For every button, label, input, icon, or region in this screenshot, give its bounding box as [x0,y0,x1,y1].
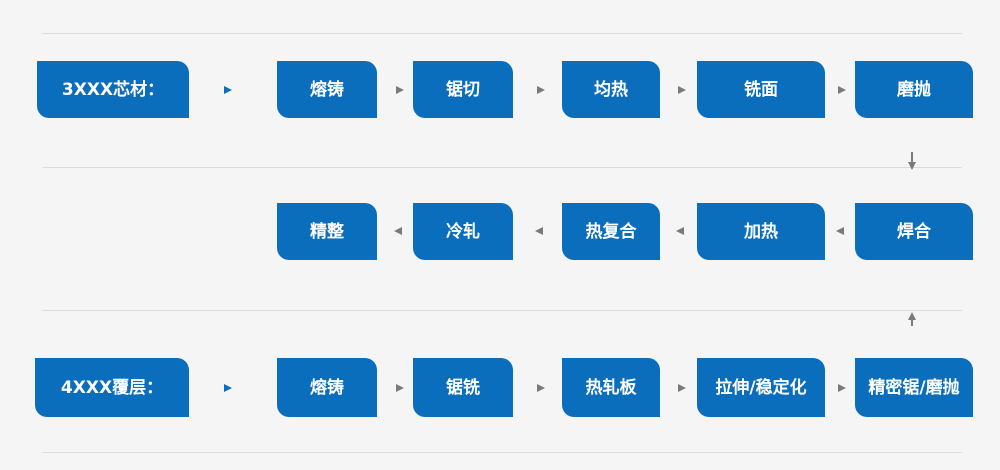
clad-step-1: 熔铸 [277,358,377,417]
arrow-right-icon [537,86,545,94]
arrow-right-icon [224,86,232,94]
arrow-right-icon [838,86,846,94]
arrow-left-icon [394,227,402,235]
core-step-2: 锯切 [413,61,513,118]
divider-line [42,452,962,453]
arrow-right-icon [396,86,404,94]
clad-step-3: 热轧板 [562,358,660,417]
clad-step-2: 锯铣 [413,358,513,417]
middle-step-welding: 焊合 [855,203,973,260]
clad-step-5: 精密锯/磨抛 [855,358,973,417]
divider-line [42,33,962,34]
core-step-3: 均热 [562,61,660,118]
divider-line [42,167,962,168]
arrow-left-icon [535,227,543,235]
divider-line [42,310,962,311]
core-step-5: 磨抛 [855,61,973,118]
connector-line [911,152,913,164]
arrow-left-icon [676,227,684,235]
core-step-4: 铣面 [697,61,825,118]
clad-step-4: 拉伸/稳定化 [697,358,825,417]
clad-row-label: 4XXX覆层： [35,358,189,417]
core-row-label: 3XXX芯材： [37,61,189,118]
core-step-1: 熔铸 [277,61,377,118]
middle-step-finishing: 精整 [277,203,377,260]
arrow-right-icon [396,384,404,392]
arrow-right-icon [838,384,846,392]
arrow-up-icon [908,312,916,320]
middle-step-hot-bonding: 热复合 [562,203,660,260]
middle-step-cold-rolling: 冷轧 [413,203,513,260]
arrow-right-icon [678,384,686,392]
arrow-right-icon [537,384,545,392]
connector-line [911,319,913,326]
arrow-right-icon [678,86,686,94]
arrow-right-icon [224,384,232,392]
arrow-down-icon [908,162,916,170]
middle-step-heating: 加热 [697,203,825,260]
arrow-left-icon [836,227,844,235]
